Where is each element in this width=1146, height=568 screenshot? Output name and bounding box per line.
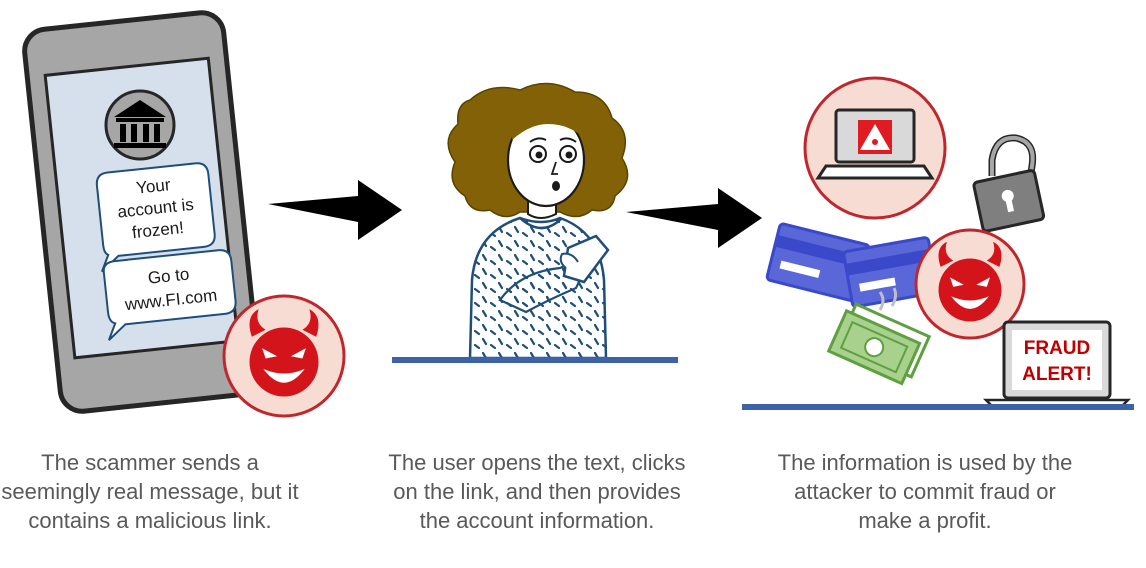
warning-laptop-circle: [803, 76, 947, 220]
alert-laptop: FRAUD ALERT!: [982, 320, 1132, 410]
credit-card-icon: [765, 222, 939, 309]
step-3-caption: The information is used by the attacker …: [777, 450, 1073, 533]
money-icon: [826, 287, 932, 386]
alert-sign-line: FRAUD: [1024, 338, 1091, 359]
padlock-icon: [972, 134, 1046, 233]
message-bubble-link: Go to www.FI.com: [102, 249, 237, 341]
step-2-caption: The user opens the text, clicks on the l…: [388, 450, 686, 533]
bubble-line: Go to: [147, 264, 190, 287]
devil-icon: [222, 294, 346, 418]
handheld-phone: [559, 234, 610, 284]
arrow-icon: [626, 188, 762, 248]
message-bubble-frozen: Your account is frozen!: [95, 162, 216, 273]
ground-line: [392, 357, 678, 363]
bubble-line: Your: [135, 175, 171, 198]
warning-icon: [860, 124, 890, 150]
alert-sign-line: ALERT!: [1022, 364, 1092, 385]
bank-icon: [104, 89, 176, 161]
step-1-caption: The scammer sends a seemingly real messa…: [1, 450, 299, 533]
user-figure: [447, 82, 629, 360]
ground-line: [742, 404, 1134, 410]
devil-icon: [914, 228, 1026, 340]
arrow-icon: [268, 180, 402, 240]
